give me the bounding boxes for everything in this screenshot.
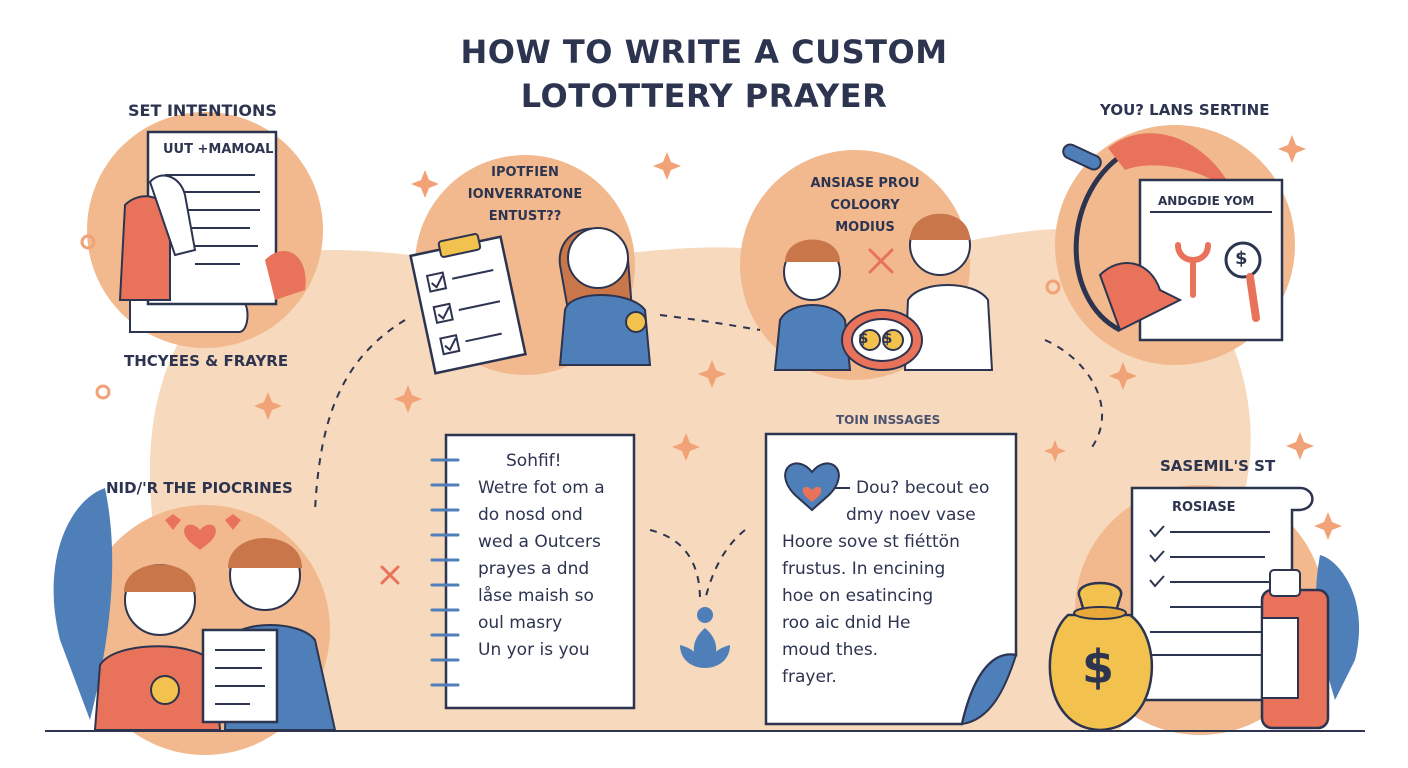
step-two-line: ENTUST?? <box>488 209 562 224</box>
lotus-icon <box>680 607 730 668</box>
dashed-connector <box>704 529 746 601</box>
step-seven-list-label: ROSIASE <box>1172 500 1236 515</box>
step-five-heading: NID/'R THE PIOCRINES <box>106 479 293 497</box>
step-two-line: IPOTFIEN <box>491 165 559 180</box>
sparkle-icon <box>1286 432 1314 460</box>
hand-icon <box>1098 262 1183 332</box>
sparkle-icon <box>698 360 726 388</box>
notebook-line: prayes a dnd <box>478 559 590 579</box>
dot-ring <box>95 384 111 400</box>
sparkle-icon <box>672 433 700 461</box>
page-title: HOW TO WRITE A CUSTOM LOTOTTERY PRAYER <box>404 30 1004 118</box>
sparkle-icon <box>1314 512 1342 540</box>
coin-symbol: $ <box>882 329 893 347</box>
couple-reading <box>93 538 337 731</box>
magnifier-icon <box>1224 241 1262 279</box>
paper-line: roo aic dnid He <box>782 613 911 633</box>
step-four-card-label: ANDGDIE YOM <box>1158 194 1255 208</box>
money-bag-icon <box>1048 581 1154 732</box>
coin-symbol: $ <box>858 329 869 347</box>
paper-lines: Dou? becout eo dmy noev vase Hoore sove … <box>782 475 989 691</box>
notebook-line: Wetre fot om a <box>478 478 605 498</box>
sparkle-icon <box>394 385 422 413</box>
paper-line: frayer. <box>782 667 837 687</box>
notebook-line: Un yor is you <box>478 640 590 660</box>
sparkle-icon <box>1278 135 1306 163</box>
girl-praying <box>558 227 652 366</box>
step-two-line: IONVERRATONE <box>467 187 583 202</box>
step-set-intentions-caption: THCYEES & FRAYRE <box>124 352 289 370</box>
sparkle-icon <box>411 170 439 198</box>
paper-line: hoe on esatincing <box>782 586 934 606</box>
step-three-line: COLOORY <box>830 198 900 213</box>
sparkle-icon <box>1109 362 1137 390</box>
step-three-label: ANSIASE PROU COLOORY MODIUS <box>790 173 940 239</box>
paper-line: frustus. In encining <box>782 559 946 579</box>
step-three-line: MODIUS <box>835 220 895 235</box>
money-bag-dollar-symbol: $ <box>1082 640 1115 694</box>
paper-line: Dou? becout eo <box>856 478 990 498</box>
kids-sharing <box>773 213 994 371</box>
step-three-line: ANSIASE PROU <box>810 176 920 191</box>
step-six-label: TOIN INSSAGES <box>836 413 941 427</box>
cross-mark <box>868 248 894 274</box>
notebook-line: låse maish so <box>478 586 594 606</box>
sparkle-icon <box>254 392 282 420</box>
sparkle-icon <box>653 152 681 180</box>
step-four-heading: YOU? LANS SERTINE <box>1100 101 1270 119</box>
notebook-page <box>444 433 636 710</box>
step-two-label: IPOTFIEN IONVERRATONE ENTUST?? <box>450 162 600 228</box>
bottle-icon <box>1260 569 1330 730</box>
notebook-line: do nosd ond <box>478 505 583 525</box>
paper-line: Hoore sove st fiéttön <box>782 532 960 552</box>
document-label: UUT +MAMOAL <box>163 142 274 157</box>
cross-mark <box>380 565 400 585</box>
dot-ring <box>1045 279 1061 295</box>
heart-icon <box>184 524 216 550</box>
notebook-lines: Wetre fot om a do nosd ond wed a Outcers… <box>478 475 605 664</box>
title-line-1: HOW TO WRITE A CUSTOM <box>460 33 948 71</box>
notebook-line: oul masry <box>478 613 563 633</box>
step-seven-heading: SASEMIL'S ST <box>1160 457 1276 475</box>
tool-icon <box>1175 242 1211 298</box>
sparkle-icon <box>1044 440 1066 462</box>
magnifier-dollar-symbol: $ <box>1235 248 1248 269</box>
arc-ring <box>1073 147 1132 333</box>
dot-ring <box>80 234 96 250</box>
paper-line: dmy noev vase <box>846 505 976 525</box>
title-line-2: LOTOTTERY PRAYER <box>520 77 888 115</box>
dashed-connector <box>649 529 701 601</box>
leaf-decoration <box>53 488 113 720</box>
dashed-connector <box>314 319 406 511</box>
brush-stroke <box>1108 133 1235 195</box>
step-set-intentions-heading: SET INTENTIONS <box>128 101 277 120</box>
heart-icon <box>784 462 840 512</box>
pen-tool <box>1062 143 1102 171</box>
paper-line: moud thes. <box>782 640 879 660</box>
dashed-connector <box>1044 339 1103 451</box>
notebook-line: wed a Outcers <box>478 532 601 552</box>
clipboard-checklist <box>409 233 527 375</box>
notebook-title: Sohfif! <box>506 451 562 471</box>
